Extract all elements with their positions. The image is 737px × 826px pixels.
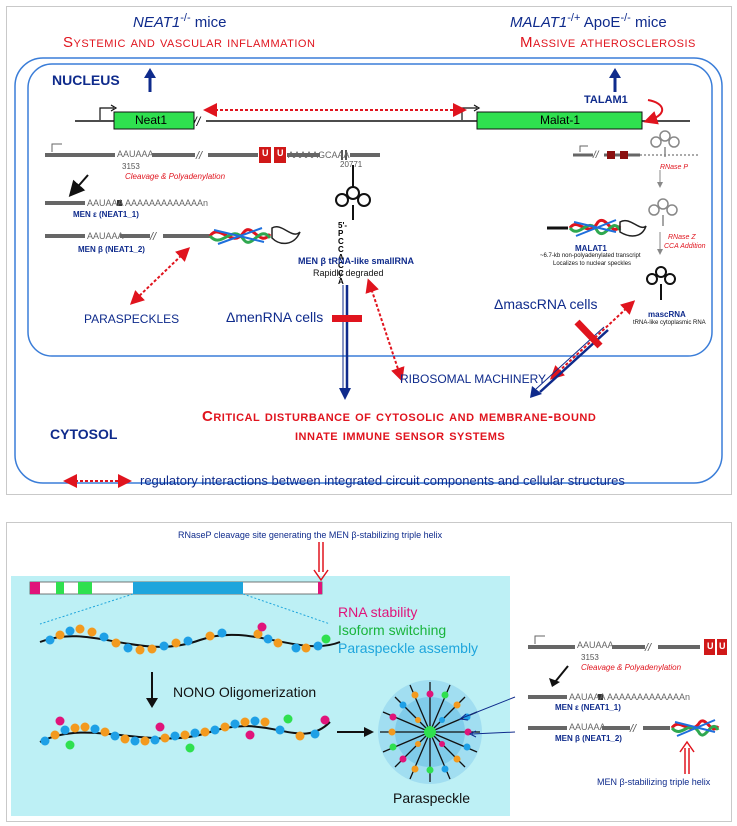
rnasep-arrow <box>313 542 329 582</box>
ribosomal-label: RIBOSOMAL MACHINERY <box>400 372 547 386</box>
malat1-desc2: Localizes to nuclear speckles <box>553 261 632 267</box>
bottom-men-eps-seq: AAUAAA AAAAAAAAAAAAAn <box>569 692 691 702</box>
rnase-z-label: RNase Z <box>668 234 696 241</box>
bottom-men-beta-label: MEN β (NEAT1_2) <box>555 734 622 743</box>
top-diagram: // // // <box>14 57 723 488</box>
trna-seq: 5'-P C C A C C A <box>338 221 348 286</box>
malat1-desc1: ~6.7-kb non-polyadenylated transcript <box>540 253 641 259</box>
malat1-effect: Massive atherosclerosis <box>520 34 696 51</box>
bottom-diagram: // // <box>29 542 727 784</box>
paraspeckle-assembly-label: Paraspeckle assembly <box>338 640 479 656</box>
paraspeckle-interaction-arrow <box>129 247 191 305</box>
neat1-gene-label: Neat1 <box>135 113 168 127</box>
paraspeckle-graphic <box>378 680 482 784</box>
malat1-helix-graphic <box>547 218 647 237</box>
svg-text://: // <box>192 114 202 129</box>
talam1-label: TALAM1 <box>584 94 628 106</box>
bottom-aauaaa: AAUAAA <box>577 640 614 650</box>
up-arrow-malat1 <box>609 68 621 92</box>
delta-mascrna-label: ΔmascRNA cells <box>494 296 598 312</box>
malat1-gene-label: Malat-1 <box>540 113 581 127</box>
svg-text://: // <box>149 231 157 243</box>
cytosol-label: CYTOSOL <box>50 426 118 442</box>
neat1-title: NEAT1-/- mice <box>133 12 227 31</box>
neat1-effect: Systemic and vascular inflammation <box>63 34 316 51</box>
nono-label: NONO Oligomerization <box>173 684 317 700</box>
triple-helix-graphic <box>208 226 301 245</box>
malat-trna-1 <box>650 130 680 157</box>
cell-outline <box>14 57 723 484</box>
talam1-arrow <box>643 99 664 125</box>
right-schematic: // // <box>528 635 727 737</box>
men-beta-label: MEN β (NEAT1_2) <box>78 245 145 254</box>
malat-trna-3 <box>646 266 676 300</box>
rapidly-degraded-label: Rapidly degraded <box>313 268 384 278</box>
malat1-label: MALAT1 <box>575 244 607 253</box>
bottom-men-beta-seq: AAUAAA <box>569 722 606 732</box>
cca-addition-label: CCA Addition <box>664 243 706 250</box>
svg-text://: // <box>644 642 652 654</box>
u-label-1: U <box>262 148 269 158</box>
rnasep-caption: RNaseP cleavage site generating the MEN … <box>178 530 443 540</box>
cleavage-label: Cleavage & Polyadenylation <box>125 172 226 181</box>
isoform-switching-label: Isoform switching <box>338 622 447 638</box>
rnase-p-label: RNase P <box>660 164 689 171</box>
men-trna-cloverleaf <box>335 165 371 220</box>
nucleus-label: NUCLEUS <box>52 72 120 88</box>
polya-tail-label: AAAAAGCAAA <box>288 150 350 160</box>
u-box-2 <box>274 147 286 163</box>
svg-text://: // <box>195 150 203 162</box>
u-label-b2: U <box>719 641 726 651</box>
paraspeckles-label: PARASPECKLES <box>84 312 180 326</box>
mascrna-block <box>574 319 603 349</box>
malat1-title: MALAT1-/+ ApoE-/- mice <box>510 12 667 31</box>
delta-menrna-label: ΔmenRNA cells <box>226 309 324 325</box>
u-label-2: U <box>277 148 284 158</box>
legend-text: regulatory interactions between integrat… <box>140 473 625 488</box>
paraspeckle-label: Paraspeckle <box>393 790 471 806</box>
pos-3153: 3153 <box>122 162 140 171</box>
pos-20771: 20771 <box>340 160 363 169</box>
critical-line-1: Critical disturbance of cytosolic and me… <box>202 408 597 425</box>
up-arrow-neat1 <box>144 68 156 92</box>
critical-line-2: innate immune sensor systems <box>295 427 506 444</box>
svg-text://: // <box>592 150 600 161</box>
triple-helix-arrow <box>679 740 695 774</box>
mascrna-label: mascRNA <box>648 310 686 319</box>
rna-stability-label: RNA stability <box>338 604 418 620</box>
bottom-cleavage: Cleavage & Polyadenylation <box>581 663 682 672</box>
bottom-pos-3153: 3153 <box>581 653 599 662</box>
u-label-b1: U <box>707 641 714 651</box>
menrna-block <box>332 315 362 322</box>
mascrna-desc: tRNA-like cytoplasmic RNA <box>633 320 706 326</box>
men-trna-label: MEN β tRNA-like smallRNA <box>298 256 415 266</box>
men-eps-seq: AAUAAA AAAAAAAAAAAAAn <box>87 198 209 208</box>
ribosome-interaction-arrow <box>365 278 405 382</box>
lower-beads <box>40 714 330 753</box>
svg-text://: // <box>629 723 637 735</box>
gene-bar <box>29 581 323 595</box>
men-eps-label: MEN ε (NEAT1_1) <box>73 210 139 219</box>
men-beta-seq: AAUAAA <box>87 231 124 241</box>
triple-helix-caption: MEN β-stabilizing triple helix <box>597 777 711 787</box>
u-box-1 <box>259 147 271 163</box>
neat1-gene-box <box>113 111 195 130</box>
top-panel <box>6 6 732 495</box>
malat1-gene-box <box>476 111 643 130</box>
malat-trna-2 <box>648 198 678 226</box>
upper-beads <box>45 622 331 655</box>
bottom-men-eps-label: MEN ε (NEAT1_1) <box>555 703 621 712</box>
aauaaa-label: AAUAAA <box>117 149 154 159</box>
